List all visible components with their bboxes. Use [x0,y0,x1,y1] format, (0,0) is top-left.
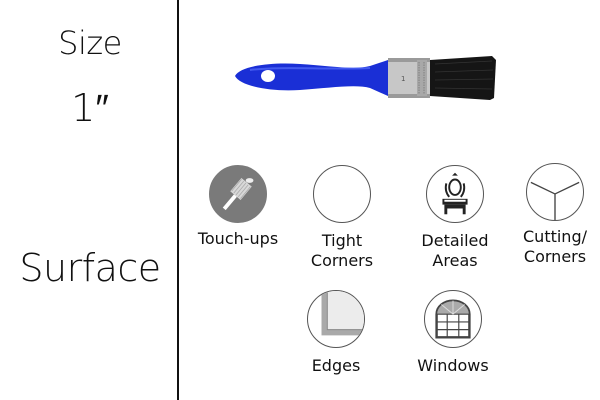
ornate-mirror-icon [426,165,484,223]
surface-label: Touch-ups [197,229,279,248]
paint-brush-image: 1 [230,48,500,108]
surface-item-detailed-areas: Detailed Areas [400,165,510,271]
surface-item-cutting-corners: Cutting/ Corners [500,163,600,267]
surface-item-edges: Edges [281,290,391,376]
vertical-divider [177,0,179,400]
svg-text:1: 1 [401,75,405,83]
surface-label: Edges [311,356,361,375]
surface-label: Tight Corners [310,231,374,270]
tight-corners-icon [313,165,371,223]
surface-item-windows: Windows [398,290,508,376]
touch-up-brush-icon [209,165,267,223]
arched-window-icon [424,290,482,348]
size-heading: Size [58,24,122,62]
surface-label: Windows [417,356,489,375]
surface-item-tight-corners: Tight Corners [287,165,397,271]
surface-item-touch-ups: Touch-ups [183,165,293,249]
surface-heading: Surface [19,246,161,290]
edge-trim-icon [307,290,365,348]
size-value: 1″ [71,86,109,130]
corner-cut-icon [526,163,584,221]
surface-label: Detailed Areas [421,231,489,270]
surface-label: Cutting/ Corners [523,227,587,266]
